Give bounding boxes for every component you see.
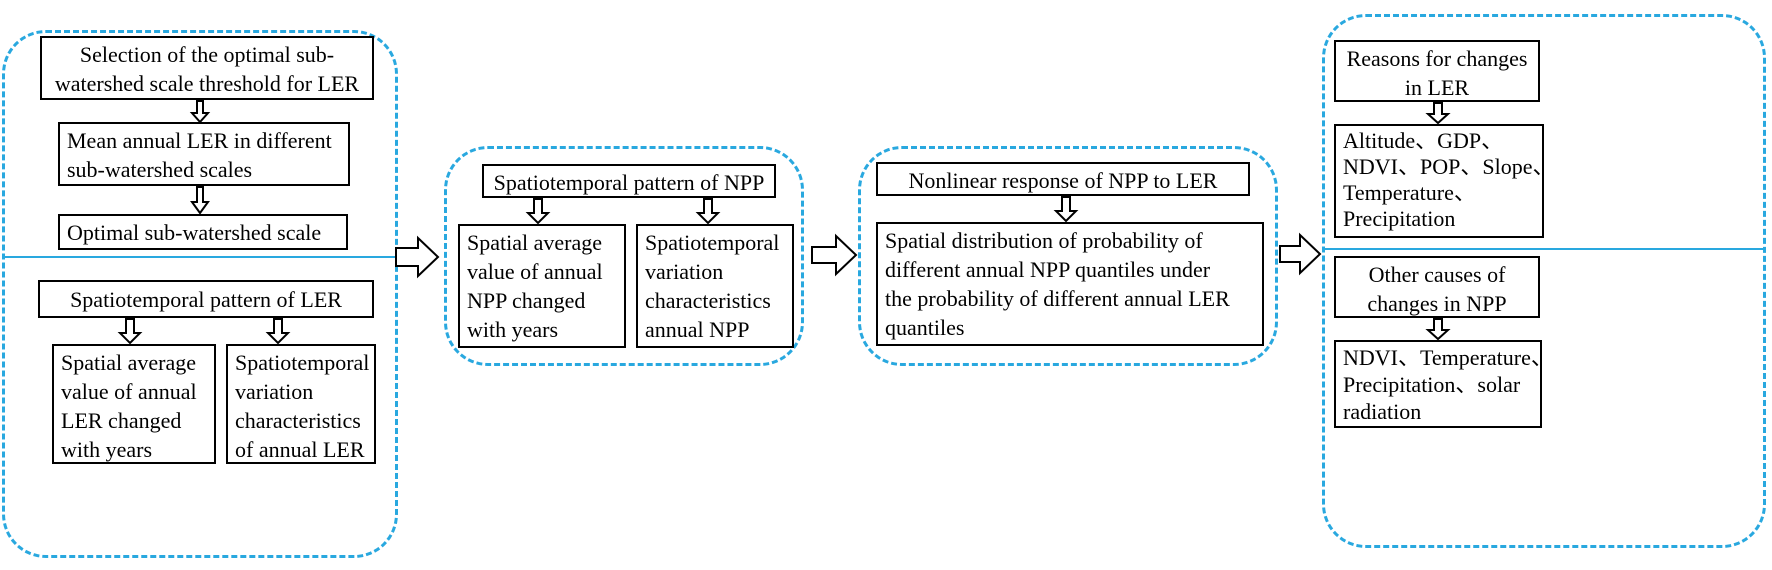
text-line: Mean annual LER in different (67, 128, 332, 153)
text-line: Nonlinear response of NPP to LER (908, 168, 1218, 193)
text-line: with years (467, 317, 559, 342)
text-line: variation (645, 259, 724, 284)
down-arrow-pattern-npp-right (695, 198, 721, 225)
box-spatiotemporal-variation-npp: Spatiotemporal variation characteristics… (636, 224, 794, 348)
text-line: characteristics (235, 408, 361, 433)
box-mean-annual-ler: Mean annual LER in different sub-watersh… (58, 122, 350, 186)
text-line: Spatiotemporal pattern of NPP (493, 170, 765, 195)
text-line: quantiles (885, 315, 965, 340)
down-arrow-mean-to-optimal (190, 186, 210, 215)
text-line: Spatial average (467, 230, 602, 255)
text-line: the probability of different annual LER (885, 286, 1230, 311)
text-line: Temperature、 (1343, 180, 1476, 205)
down-arrow-reasons-to-factors (1425, 102, 1451, 125)
down-arrow-pattern-ler-left (117, 318, 143, 345)
box-reasons-ler: Reasons for changes in LER (1334, 40, 1540, 102)
group-npp-ler-response (858, 146, 1278, 366)
text-line: watershed scale threshold for LER (54, 71, 360, 96)
text-line: in LER (1404, 75, 1470, 100)
down-arrow-pattern-npp-left (525, 198, 551, 225)
text-line: Reasons for changes (1346, 46, 1528, 71)
right-arrow-group1-to-group2 (395, 235, 440, 279)
text-line: Optimal sub-watershed scale (67, 220, 322, 245)
down-arrow-pattern-ler-right (265, 318, 291, 345)
down-arrow-selection-to-mean (189, 100, 211, 124)
box-optimal-scale: Optimal sub-watershed scale (58, 214, 348, 250)
text-line: Selection of the optimal sub- (79, 42, 335, 67)
group4-separator (1322, 248, 1766, 250)
text-line: NDVI、POP、Slope、 (1343, 154, 1544, 179)
text-line: of annual LER (235, 437, 365, 462)
group-npp-pattern (444, 146, 804, 366)
group-ler-analysis (2, 30, 398, 558)
text-line: characteristics (645, 288, 771, 313)
box-factors-npp: NDVI、Temperature、 Precipitation、solar ra… (1334, 340, 1542, 428)
text-line: LER changed (61, 408, 182, 433)
box-spatiotemporal-variation-ler: Spatiotemporal variation characteristics… (226, 344, 376, 464)
text-line: Precipitation (1343, 206, 1456, 231)
text-line: changes in NPP (1367, 291, 1507, 316)
text-line: NDVI、Temperature、 (1343, 345, 1542, 370)
box-spatial-average-ler: Spatial average value of annual LER chan… (52, 344, 216, 464)
text-line: value of annual (61, 379, 197, 404)
down-arrow-nonlinear-to-distribution (1053, 196, 1079, 223)
box-factors-ler: Altitude、GDP、 NDVI、POP、Slope、 Temperatur… (1334, 124, 1544, 238)
text-line: Other causes of (1368, 262, 1506, 287)
text-line: different annual NPP quantiles under (885, 257, 1211, 282)
text-line: annual NPP (645, 317, 750, 342)
box-selection-threshold: Selection of the optimal sub- watershed … (40, 36, 374, 100)
box-spatial-average-npp: Spatial average value of annual NPP chan… (458, 224, 626, 348)
text-line: Spatial average (61, 350, 196, 375)
text-line: Precipitation、solar (1343, 372, 1521, 397)
text-line: variation (235, 379, 314, 404)
box-pattern-npp: Spatiotemporal pattern of NPP (482, 164, 776, 198)
box-pattern-ler: Spatiotemporal pattern of LER (38, 280, 374, 318)
text-line: NPP changed (467, 288, 586, 313)
text-line: value of annual (467, 259, 603, 284)
box-other-causes-npp: Other causes of changes in NPP (1334, 256, 1540, 318)
right-arrow-group2-to-group3 (811, 233, 858, 277)
text-line: sub-watershed scales (67, 157, 253, 182)
right-arrow-group3-to-group4 (1279, 232, 1322, 276)
text-line: Spatiotemporal (645, 230, 780, 255)
text-line: Altitude、GDP、 (1343, 128, 1504, 153)
box-nonlinear-response: Nonlinear response of NPP to LER (876, 162, 1250, 196)
group1-separator (2, 256, 396, 258)
text-line: Spatiotemporal (235, 350, 370, 375)
group-driving-factors (1322, 14, 1766, 548)
text-line: with years (61, 437, 153, 462)
down-arrow-causes-to-factors (1425, 318, 1451, 341)
text-line: Spatiotemporal pattern of LER (70, 287, 342, 312)
box-probability-distribution: Spatial distribution of probability of d… (876, 222, 1264, 346)
text-line: radiation (1343, 399, 1422, 424)
text-line: Spatial distribution of probability of (885, 228, 1203, 253)
